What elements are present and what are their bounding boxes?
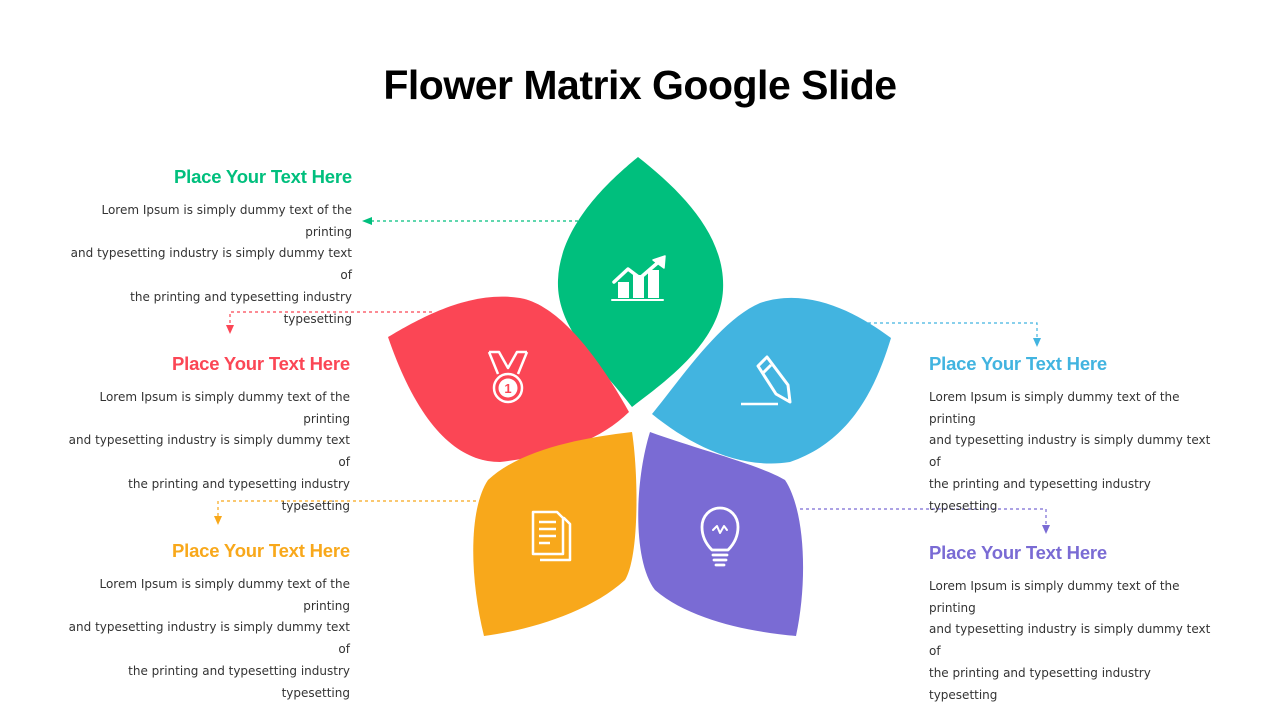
body-line: and typesetting industry is simply dummy…: [68, 433, 350, 470]
heading-red: Place Your Text Here: [171, 353, 350, 374]
body-line: the printing and typesetting industry ty…: [130, 289, 352, 326]
svg-text:1: 1: [504, 381, 511, 396]
connector-red: [229, 311, 432, 326]
text-block-red: Place Your Text Here Lorem Ipsum is simp…: [60, 353, 351, 517]
body-line: the printing and typesetting industry ty…: [929, 476, 1151, 513]
body-green: Lorem Ipsum is simply dummy text of the …: [62, 200, 352, 330]
connector-blue: [868, 322, 1038, 339]
body-blue: Lorem Ipsum is simply dummy text of the …: [929, 387, 1219, 517]
body-purple: Lorem Ipsum is simply dummy text of the …: [929, 576, 1219, 706]
body-orange: Lorem Ipsum is simply dummy text of the …: [60, 574, 350, 704]
body-line: the printing and typesetting industry ty…: [128, 663, 350, 700]
body-line: and typesetting industry is simply dummy…: [70, 246, 352, 283]
growth-chart-icon: [611, 255, 666, 301]
body-line: and typesetting industry is simply dummy…: [929, 622, 1211, 659]
body-line: the printing and typesetting industry ty…: [128, 476, 350, 513]
body-line: Lorem Ipsum is simply dummy text of the …: [101, 203, 352, 239]
connector-orange: [217, 500, 488, 517]
connector-purple: [800, 508, 1047, 526]
heading-green: Place Your Text Here: [173, 166, 352, 187]
heading-orange: Place Your Text Here: [171, 540, 350, 561]
body-line: Lorem Ipsum is simply dummy text of the …: [99, 577, 350, 613]
petal-blue: [652, 297, 891, 464]
lightbulb-icon: [700, 506, 740, 567]
text-block-green: Place Your Text Here Lorem Ipsum is simp…: [62, 166, 353, 330]
heading-purple: Place Your Text Here: [929, 542, 1108, 563]
petal-purple: [638, 432, 804, 636]
text-block-purple: Place Your Text Here Lorem Ipsum is simp…: [929, 542, 1219, 706]
body-red: Lorem Ipsum is simply dummy text of the …: [60, 387, 350, 517]
text-block-blue: Place Your Text Here Lorem Ipsum is simp…: [929, 353, 1219, 517]
body-line: the printing and typesetting industry ty…: [929, 665, 1151, 702]
body-line: and typesetting industry is simply dummy…: [929, 433, 1211, 470]
heading-blue: Place Your Text Here: [929, 353, 1108, 374]
slide-title: Flower Matrix Google Slide: [383, 62, 897, 108]
pencil-icon: [741, 355, 792, 406]
document-icon: [531, 510, 572, 562]
body-line: and typesetting industry is simply dummy…: [68, 620, 350, 657]
body-line: Lorem Ipsum is simply dummy text of the …: [99, 390, 350, 426]
text-block-orange: Place Your Text Here Lorem Ipsum is simp…: [60, 540, 351, 704]
body-line: Lorem Ipsum is simply dummy text of the …: [929, 579, 1180, 615]
medal-icon: 1: [487, 350, 529, 404]
body-line: Lorem Ipsum is simply dummy text of the …: [929, 390, 1180, 426]
